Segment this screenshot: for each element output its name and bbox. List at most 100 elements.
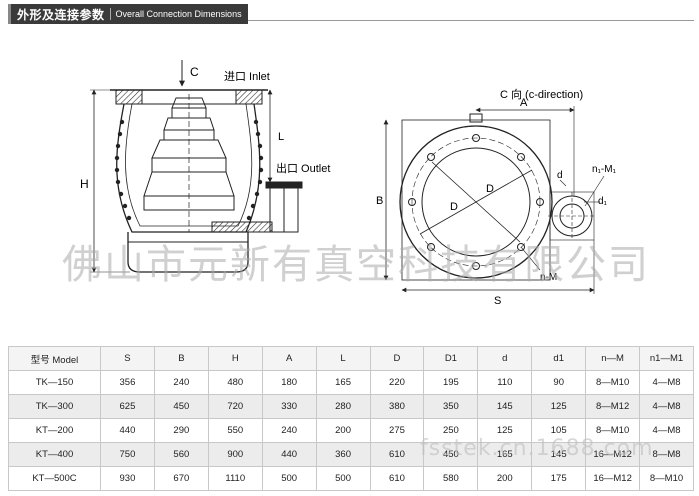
table-cell: 670 bbox=[153, 466, 209, 491]
table-header-cell: L bbox=[315, 346, 371, 371]
end-label-d1: D bbox=[486, 183, 494, 195]
table-cell: 145 bbox=[477, 394, 533, 419]
end-view-title: C 向 (c-direction) bbox=[500, 87, 583, 101]
side-label-c: C bbox=[190, 65, 199, 79]
section-title-bar: 外形及连接参数 Overall Connection Dimensions bbox=[8, 4, 248, 24]
table-cell: 480 bbox=[207, 370, 263, 395]
end-label-a: A bbox=[520, 97, 528, 109]
side-label-outlet: 出口 Outlet bbox=[276, 161, 330, 175]
table-cell: 165 bbox=[477, 442, 533, 467]
outlet-pipe bbox=[211, 181, 303, 233]
table-cell: 350 bbox=[423, 394, 479, 419]
table-cell: 90 bbox=[531, 370, 587, 395]
flange-inner-circle bbox=[421, 147, 531, 257]
side-label-h: H bbox=[80, 177, 89, 191]
table-header-cell: n—M bbox=[585, 346, 641, 371]
table-cell: 8—M10 bbox=[639, 466, 694, 491]
table-cell: 720 bbox=[207, 394, 263, 419]
table-cell: 16—M12 bbox=[585, 466, 641, 491]
table-cell: 8—M10 bbox=[585, 370, 641, 395]
table-cell: 380 bbox=[369, 394, 425, 419]
end-label-s: S bbox=[494, 295, 501, 307]
table-header-cell: d1 bbox=[531, 346, 587, 371]
section-title-cn: 外形及连接参数 bbox=[17, 7, 105, 22]
model-cell: TK—300 bbox=[8, 394, 101, 419]
end-label-d: d bbox=[557, 170, 563, 181]
table-cell: 180 bbox=[261, 370, 317, 395]
table-header-cell: 型号 Model bbox=[8, 346, 101, 371]
table-cell: 1110 bbox=[207, 466, 263, 491]
table-cell: 450 bbox=[423, 442, 479, 467]
table-cell: 580 bbox=[423, 466, 479, 491]
table-header-cell: D bbox=[369, 346, 425, 371]
bolt-holes bbox=[408, 134, 544, 270]
table-cell: 500 bbox=[261, 466, 317, 491]
table-header-cell: S bbox=[100, 346, 155, 371]
end-label-n-m: n-M bbox=[540, 272, 557, 283]
table-cell: 356 bbox=[100, 370, 155, 395]
table-cell: 275 bbox=[369, 418, 425, 443]
table-cell: 240 bbox=[261, 418, 317, 443]
table-header-cell: d bbox=[477, 346, 533, 371]
table-cell: 440 bbox=[100, 418, 155, 443]
end-label-d-upper: D bbox=[450, 201, 458, 213]
table-header-cell: B bbox=[153, 346, 209, 371]
table-cell: 105 bbox=[531, 418, 587, 443]
inlet-flange-left bbox=[115, 89, 143, 105]
end-label-n1-m1: n₁-M₁ bbox=[592, 164, 617, 175]
table-cell: 560 bbox=[153, 442, 209, 467]
table-cell: 8—M12 bbox=[585, 394, 641, 419]
inlet-flange-right bbox=[235, 89, 263, 105]
table-cell: 610 bbox=[369, 442, 425, 467]
table-cell: 610 bbox=[369, 466, 425, 491]
model-cell: KT—500C bbox=[8, 466, 101, 491]
table-cell: 4—M8 bbox=[639, 418, 694, 443]
table-cell: 330 bbox=[261, 394, 317, 419]
table-cell: 550 bbox=[207, 418, 263, 443]
table-cell: 200 bbox=[477, 466, 533, 491]
table-cell: 4—M8 bbox=[639, 370, 694, 395]
table-cell: 930 bbox=[100, 466, 155, 491]
end-view bbox=[383, 106, 605, 294]
table-cell: 240 bbox=[153, 370, 209, 395]
technical-drawing: C 进口 Inlet L 出口 Outlet H C 向 (c-directio… bbox=[80, 60, 617, 307]
section-header: 外形及连接参数 Overall Connection Dimensions bbox=[8, 4, 694, 24]
table-cell: 500 bbox=[315, 466, 371, 491]
table-header-cell: H bbox=[207, 346, 263, 371]
cooling-coil bbox=[114, 119, 264, 221]
table-cell: 175 bbox=[531, 466, 587, 491]
table-cell: 165 bbox=[315, 370, 371, 395]
table-cell: 290 bbox=[153, 418, 209, 443]
jet-stack bbox=[143, 94, 235, 232]
end-label-b: B bbox=[376, 195, 383, 207]
table-cell: 280 bbox=[315, 394, 371, 419]
table-cell: 200 bbox=[315, 418, 371, 443]
table-header-cell: n1—M1 bbox=[639, 346, 694, 371]
table-cell: 220 bbox=[369, 370, 425, 395]
pump-body-outline bbox=[116, 103, 261, 233]
table-cell: 125 bbox=[477, 418, 533, 443]
boiler bbox=[127, 232, 249, 273]
title-separator bbox=[109, 8, 111, 20]
model-cell: KT—200 bbox=[8, 418, 101, 443]
end-label-d1-small: d₁ bbox=[598, 196, 608, 207]
table-cell: 145 bbox=[531, 442, 587, 467]
flange-outer-circle bbox=[399, 125, 553, 279]
table-cell: 450 bbox=[153, 394, 209, 419]
table-cell: 8—M8 bbox=[639, 442, 694, 467]
table-cell: 625 bbox=[100, 394, 155, 419]
table-header-cell: A bbox=[261, 346, 317, 371]
table-cell: 125 bbox=[531, 394, 587, 419]
side-label-l: L bbox=[278, 131, 284, 143]
table-cell: 750 bbox=[100, 442, 155, 467]
table-cell: 8—M10 bbox=[585, 418, 641, 443]
table-cell: 195 bbox=[423, 370, 479, 395]
